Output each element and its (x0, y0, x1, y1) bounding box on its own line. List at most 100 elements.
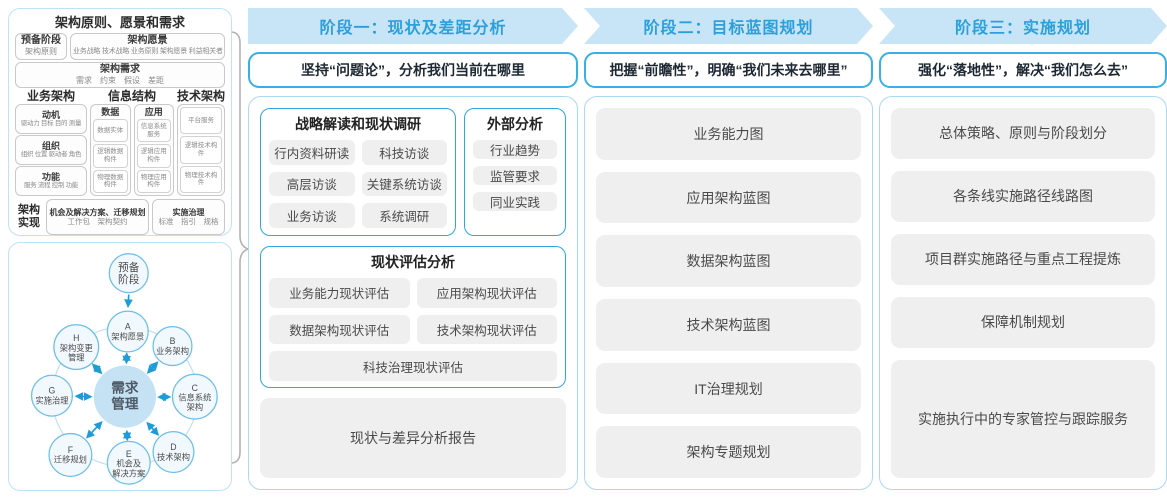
assessment-box: 现状评估分析 业务能力现状评估 应用架构现状评估 数据架构现状评估 技术架构现状… (260, 246, 566, 388)
technology-item: 逻辑技术构件 (180, 136, 222, 164)
phase-2-items: 业务能力图 应用架构蓝图 数据架构蓝图 技术架构蓝图 IT治理规划 架构专题规划 (596, 108, 861, 479)
function-box: 功能 服务 流程 控制 功能 (15, 166, 87, 196)
application-item: 信息系统服务 (136, 119, 171, 143)
phase-3-column: 阶段三：实施规划 强化“落地性”，解决“我们怎么去” 总体策略、原则与阶段划分 … (879, 8, 1167, 490)
node-c-label: 架构 (187, 402, 204, 412)
phase-3-subtitle: 强化“落地性”，解决“我们怎么去” (879, 52, 1167, 88)
curly-brace-path (231, 31, 251, 464)
function-sub: 服务 流程 控制 功能 (23, 182, 79, 189)
application-title: 应用 (144, 107, 163, 117)
node-a (106, 310, 149, 353)
prep-label: 预备 (118, 261, 140, 274)
data-item: 数据实体 (93, 119, 128, 143)
node-d-label: D (170, 442, 176, 452)
center-label: 管理 (111, 395, 139, 411)
phase-1-top-row: 战略解读和现状调研 行内资料研读 科技访谈 高层访谈 关键系统访谈 业务访谈 系… (260, 108, 566, 236)
deliverable-item: 各条线实施路径线路图 (891, 170, 1155, 222)
prep-sub: 架构原则 (25, 47, 57, 56)
survey-item: 系统调研 (361, 203, 448, 228)
data-item: 逻辑数据构件 (93, 144, 128, 168)
organization-box: 组织 组织 位置 驱动者 角色 (15, 135, 87, 165)
opportunity-sub: 工作包 架构契约 (67, 217, 128, 227)
survey-title: 战略解读和现状调研 (295, 116, 422, 132)
realization-label-line1: 架构 (18, 204, 40, 216)
assessment-item: 业务能力现状评估 (269, 278, 410, 308)
technology-item: 平台服务 (180, 107, 222, 135)
survey-item: 科技访谈 (361, 140, 448, 165)
application-subcolumn: 应用 信息系统服务 逻辑应用构件 物理应用构件 (133, 104, 174, 196)
node-h (53, 324, 100, 371)
requirements-management-node (93, 365, 156, 428)
assessment-item: 技术架构现状评估 (416, 314, 557, 344)
center-label: 需求 (111, 380, 139, 396)
node-e-label: 机会及 (116, 459, 141, 469)
survey-item: 行内资料研读 (269, 140, 355, 165)
adm-cycle-diagram: 需求 管理 预备 阶段 A 架构愿景 B 业务架构 H 架构变更 管理 C 信息… (30, 253, 218, 485)
left-column: 架构原则、愿景和需求 预备阶段 架构原则 架构愿景 业务战略 技术战略 业务原则… (8, 8, 232, 491)
deliverable-item: 技术架构蓝图 (596, 299, 861, 351)
prep-node (108, 253, 149, 294)
node-h-label: H (73, 333, 79, 343)
motivation-sub: 驱动力 目标 目的 测量 (20, 120, 82, 127)
node-a-label: 架构愿景 (111, 331, 144, 341)
governance-sub: 标准 指引 规格 (158, 217, 219, 227)
node-h-label: 管理 (68, 353, 85, 363)
requirements-sub: 需求 约束 假设 差距 (76, 76, 164, 85)
deliverable-item: IT治理规划 (596, 362, 861, 415)
strategy-survey-box: 战略解读和现状调研 行内资料研读 科技访谈 高层访谈 关键系统访谈 业务访谈 系… (260, 108, 457, 236)
node-a-label: A (125, 322, 131, 332)
gap-analysis-report-box: 现状与差异分析报告 (260, 398, 566, 478)
external-items: 行业趋势 监管要求 同业实践 (473, 140, 557, 228)
business-column: 动机 驱动力 目标 目的 测量 组织 组织 位置 驱动者 角色 功能 服务 流程… (15, 104, 87, 196)
phase-2-column: 阶段二：目标蓝图规划 把握“前瞻性”，明确“我们未来去哪里” 业务能力图 应用架… (584, 8, 873, 490)
prep-phase-box: 预备阶段 架构原则 (15, 33, 67, 60)
deliverable-item: 总体策略、原则与阶段划分 (891, 108, 1155, 159)
vision-sub: 业务战略 技术战略 业务原则 架构愿景 利益相关者 (73, 48, 223, 55)
implementation-governance-box: 实施治理 标准 指引 规格 (152, 199, 225, 235)
deliverable-item: 架构专题规划 (596, 426, 861, 479)
phase-1-content: 战略解读和现状调研 行内资料研读 科技访谈 高层访谈 关键系统访谈 业务访谈 系… (248, 96, 578, 490)
assessment-item-full: 科技治理现状评估 (269, 351, 557, 381)
node-b-label: 业务架构 (156, 346, 189, 356)
survey-item: 关键系统访谈 (361, 171, 448, 197)
panel-title: 架构原则、愿景和需求 (54, 15, 185, 30)
node-e-label: E (126, 449, 132, 459)
node-b-label: B (170, 336, 176, 346)
survey-item: 高层访谈 (269, 171, 355, 197)
information-header: 信息结构 (107, 89, 156, 103)
phase-2-subtitle: 把握“前瞻性”，明确“我们未来去哪里” (584, 52, 873, 88)
external-item: 同业实践 (473, 192, 557, 211)
domain-columns: 动机 驱动力 目标 目的 测量 组织 组织 位置 驱动者 角色 功能 服务 流程… (15, 104, 225, 196)
double-arrow (146, 361, 159, 374)
node-c (171, 373, 218, 420)
phase-1-banner: 阶段一：现状及差距分析 (248, 8, 578, 44)
node-h-label: 架构变更 (60, 343, 93, 353)
adm-node-labels: 需求 管理 预备 阶段 A 架构愿景 B 业务架构 H 架构变更 管理 C 信息… (35, 261, 211, 478)
information-column: 数据 数据实体 逻辑数据构件 物理数据构件 应用 信息系统服务 逻辑应用构件 物… (90, 104, 174, 196)
technology-item: 物理技术构件 (180, 165, 222, 193)
node-g-label: 实施治理 (35, 395, 68, 405)
phase-1-subtitle: 坚持“问题论”，分析我们当前在哪里 (248, 52, 578, 88)
node-e-label: 解决方案 (112, 468, 146, 478)
node-c-label: C (192, 383, 198, 393)
survey-items: 行内资料研读 科技访谈 高层访谈 关键系统访谈 业务访谈 系统调研 (269, 140, 448, 228)
vision-title: 架构愿景 (127, 35, 168, 46)
deliverable-item: 业务能力图 (596, 108, 861, 160)
deliverable-item: 应用架构蓝图 (596, 171, 861, 224)
governance-title: 实施治理 (172, 207, 205, 217)
down-arrow (124, 294, 133, 308)
external-item: 行业趋势 (473, 140, 557, 159)
assessment-item: 数据架构现状评估 (269, 314, 410, 344)
node-f (48, 432, 93, 477)
opportunity-box: 机会及解决方案、迁移规划 工作包 架构契约 (46, 199, 150, 235)
phase-2-banner: 阶段二：目标蓝图规划 (584, 8, 873, 44)
organization-sub: 组织 位置 驱动者 角色 (20, 151, 82, 158)
technology-header: 技术架构 (177, 89, 226, 103)
prep-title: 预备阶段 (21, 35, 61, 46)
function-title: 功能 (41, 172, 60, 182)
data-title: 数据 (101, 107, 120, 117)
data-item: 物理数据构件 (93, 169, 128, 193)
double-arrow (146, 421, 160, 436)
adm-node-circles (30, 253, 218, 485)
